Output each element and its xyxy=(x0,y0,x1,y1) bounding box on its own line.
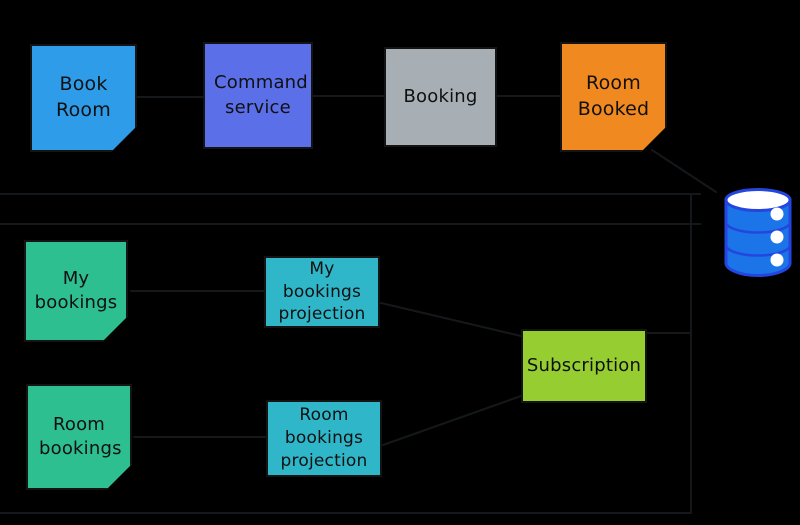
box-my-bookings-projection: My bookings projection xyxy=(264,256,380,328)
box-booking: Booking xyxy=(384,47,497,147)
connector xyxy=(380,302,522,337)
box-subscription: Subscription xyxy=(521,329,647,403)
box-command-service: Command service xyxy=(203,42,313,149)
box-booking-label: Booking xyxy=(403,85,478,107)
sticky-my-bookings-label: My bookings xyxy=(34,267,118,313)
box-room-bookings-projection-label: Room bookings projection xyxy=(280,405,368,471)
sticky-room-booked: Room Booked xyxy=(560,42,667,152)
sticky-my-bookings: My bookings xyxy=(24,240,128,342)
sticky-book-room-label: Book Room xyxy=(56,73,111,121)
box-subscription-label: Subscription xyxy=(526,354,642,376)
connector xyxy=(382,395,522,446)
sticky-room-booked-label: Room Booked xyxy=(577,72,650,120)
sticky-book-room: Book Room xyxy=(30,44,137,152)
sticky-room-bookings-label: Room bookings xyxy=(39,413,122,459)
database-icon xyxy=(724,188,792,278)
box-room-bookings-projection: Room bookings projection xyxy=(266,400,382,477)
box-command-service-label: Command service xyxy=(214,72,308,118)
box-my-bookings-projection-label: My bookings projection xyxy=(278,258,366,325)
sticky-room-bookings: Room bookings xyxy=(26,384,132,490)
connector xyxy=(651,149,717,193)
